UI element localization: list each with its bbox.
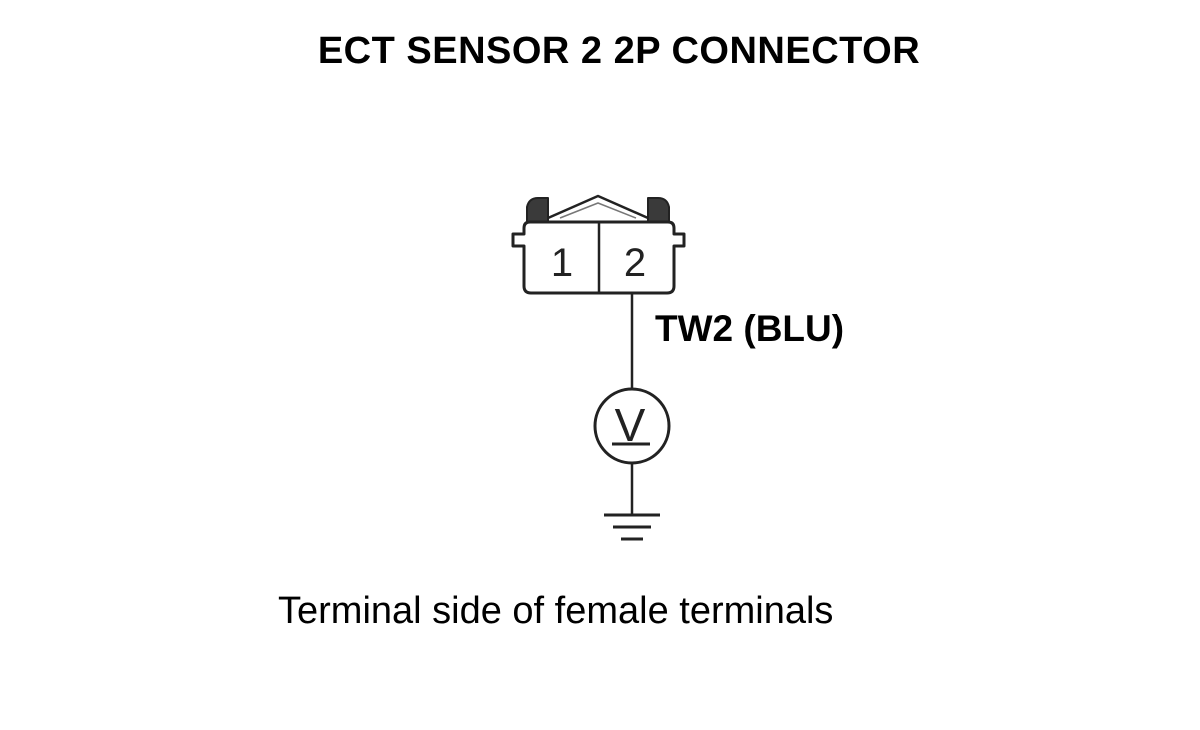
connector-right-latch <box>647 197 670 223</box>
connector-2p <box>511 194 686 295</box>
connector-pin-1-label: 1 <box>551 241 573 285</box>
connector-lock-tab <box>547 194 649 220</box>
diagram-caption: Terminal side of female terminals <box>278 590 834 632</box>
ground-icon <box>604 513 660 541</box>
voltmeter-symbol: V <box>593 387 671 465</box>
wire-label: TW2 (BLU) <box>655 308 845 349</box>
connector-lock-tab-inner <box>559 202 637 219</box>
voltmeter-v-icon: V <box>615 399 646 451</box>
connector-left-latch <box>526 197 549 223</box>
connector-pin-2-label: 2 <box>624 241 646 285</box>
diagram-title: ECT SENSOR 2 2P CONNECTOR <box>317 30 921 72</box>
